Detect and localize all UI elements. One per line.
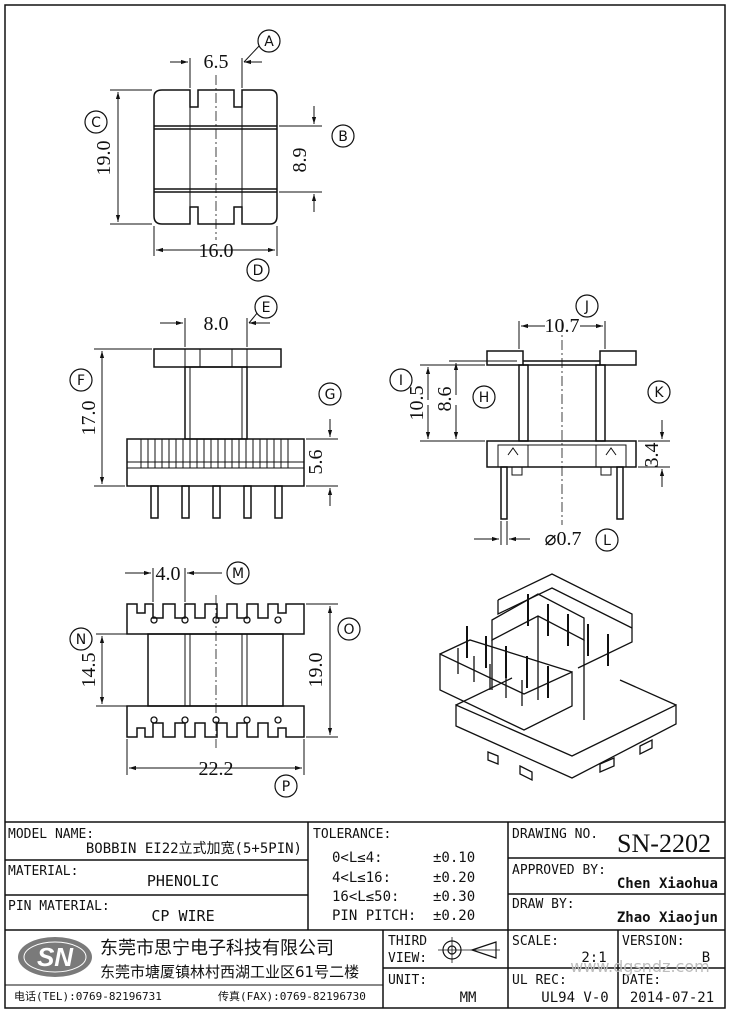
tolerance-range: 0<L≤4: bbox=[332, 850, 383, 866]
balloon-n: N bbox=[76, 632, 86, 648]
dim-d-label: 16.0 bbox=[199, 240, 234, 262]
third-angle-projection-icon bbox=[438, 937, 500, 963]
top-view bbox=[153, 75, 278, 240]
company-logo: SN bbox=[18, 937, 92, 977]
dim-j-label: 10.7 bbox=[545, 315, 580, 337]
unit-value: MM bbox=[460, 990, 477, 1006]
dim-i-label: 10.5 bbox=[406, 386, 428, 421]
front-view-ribs bbox=[140, 439, 289, 468]
balloon-m: M bbox=[232, 566, 244, 582]
balloon-f: F bbox=[77, 373, 85, 389]
draw-by-label: DRAW BY: bbox=[512, 897, 575, 912]
drawing-number: SN-2202 bbox=[617, 829, 711, 858]
ul-rec-value: UL94 V-0 bbox=[541, 990, 608, 1006]
tolerance-value: ±0.20 bbox=[433, 908, 475, 924]
model-name-value: BOBBIN EI22立式加宽(5+5PIN) bbox=[86, 840, 302, 857]
dim-e-label: 8.0 bbox=[204, 313, 229, 335]
phone-number: 电话(TEL):0769-82196731 bbox=[14, 990, 162, 1003]
dim-a-label: 6.5 bbox=[204, 51, 229, 73]
approved-value: Chen Xiaohua bbox=[617, 876, 718, 892]
pin-material-value: CP WIRE bbox=[151, 907, 214, 925]
tolerance-value: ±0.10 bbox=[433, 850, 475, 866]
tolerance-range: 16<L≤50: bbox=[332, 889, 399, 905]
title-block-grid bbox=[5, 821, 725, 1008]
tolerance-value: ±0.20 bbox=[433, 870, 475, 886]
pin-material-label: PIN MATERIAL: bbox=[8, 899, 110, 914]
dim-b-label: 8.9 bbox=[289, 148, 311, 173]
isometric-view bbox=[439, 573, 677, 782]
dim-k-label: 3.4 bbox=[641, 443, 663, 468]
balloon-e: E bbox=[262, 300, 271, 316]
dim-l-label: ⌀0.7 bbox=[544, 528, 581, 550]
drawing-no-label: DRAWING NO. bbox=[512, 827, 598, 842]
balloon-i: I bbox=[399, 373, 403, 389]
dim-o-label: 19.0 bbox=[305, 653, 327, 688]
date-label: DATE: bbox=[622, 973, 661, 988]
third-view-label: THIRD bbox=[388, 934, 427, 949]
company-name: 东莞市思宁电子科技有限公司 bbox=[100, 938, 334, 959]
scale-value: 2:1 bbox=[581, 950, 606, 966]
side-view-dimensions bbox=[420, 321, 670, 545]
balloon-j: J bbox=[584, 299, 589, 315]
top-view-dimensions bbox=[110, 44, 322, 256]
version-label: VERSION: bbox=[622, 934, 685, 949]
scale-label: SCALE: bbox=[512, 934, 559, 949]
front-view bbox=[126, 348, 305, 487]
bottom-view-pin-holes bbox=[150, 616, 282, 724]
model-name-label: MODEL NAME: bbox=[8, 827, 94, 842]
dim-c-label: 19.0 bbox=[93, 141, 115, 176]
tolerance-label: TOLERANCE: bbox=[313, 827, 391, 842]
third-view-label-2: VIEW: bbox=[388, 951, 427, 966]
fax-number: 传真(FAX):0769-82196730 bbox=[218, 989, 366, 1003]
dim-g-label: 5.6 bbox=[305, 450, 327, 475]
dim-h-label: 8.6 bbox=[434, 387, 456, 412]
ul-rec-label: UL REC: bbox=[512, 973, 567, 988]
watermark-text: www.dgsndz.com bbox=[570, 957, 709, 976]
unit-label: UNIT: bbox=[388, 973, 427, 988]
front-view-dimensions bbox=[94, 311, 338, 506]
material-label: MATERIAL: bbox=[8, 864, 78, 879]
balloon-h: H bbox=[479, 390, 490, 406]
isometric-pins bbox=[466, 594, 609, 698]
balloon-letters: A B C D E F G H I J K L M N O P bbox=[76, 34, 665, 795]
side-view bbox=[486, 322, 637, 525]
balloon-l: L bbox=[603, 533, 611, 549]
bottom-view bbox=[126, 595, 305, 748]
tolerance-table: 0<L≤4: ±0.10 4<L≤16: ±0.20 16<L≤50: ±0.3… bbox=[332, 850, 475, 924]
bottom-view-dimensions bbox=[96, 568, 338, 775]
balloon-c: C bbox=[91, 115, 101, 131]
dim-p-label: 22.2 bbox=[199, 758, 234, 780]
version-value: B bbox=[702, 950, 710, 966]
tolerance-value: ±0.30 bbox=[433, 889, 475, 905]
balloon-p: P bbox=[282, 779, 290, 795]
balloon-a: A bbox=[264, 34, 274, 50]
balloon-d: D bbox=[253, 263, 264, 279]
tolerance-range: PIN PITCH: bbox=[332, 908, 416, 924]
dim-f-label: 17.0 bbox=[78, 401, 100, 436]
company-address: 东莞市塘厦镇林村西湖工业区61号二楼 bbox=[100, 963, 359, 981]
balloon-k: K bbox=[654, 385, 664, 401]
sheet-border bbox=[4, 4, 726, 1009]
dim-m-label: 4.0 bbox=[156, 563, 181, 585]
material-value: PHENOLIC bbox=[147, 872, 219, 890]
approved-label: APPROVED BY: bbox=[512, 863, 606, 878]
draw-by-value: Zhao Xiaojun bbox=[617, 910, 718, 926]
balloon-o: O bbox=[343, 622, 354, 638]
tolerance-range: 4<L≤16: bbox=[332, 870, 391, 886]
date-value: 2014-07-21 bbox=[630, 990, 714, 1006]
balloon-b: B bbox=[338, 129, 348, 145]
dim-n-label: 14.5 bbox=[78, 653, 100, 688]
logo-text: SN bbox=[37, 942, 74, 972]
front-view-pins bbox=[150, 485, 283, 519]
balloons bbox=[69, 29, 671, 798]
balloon-g: G bbox=[325, 387, 336, 403]
